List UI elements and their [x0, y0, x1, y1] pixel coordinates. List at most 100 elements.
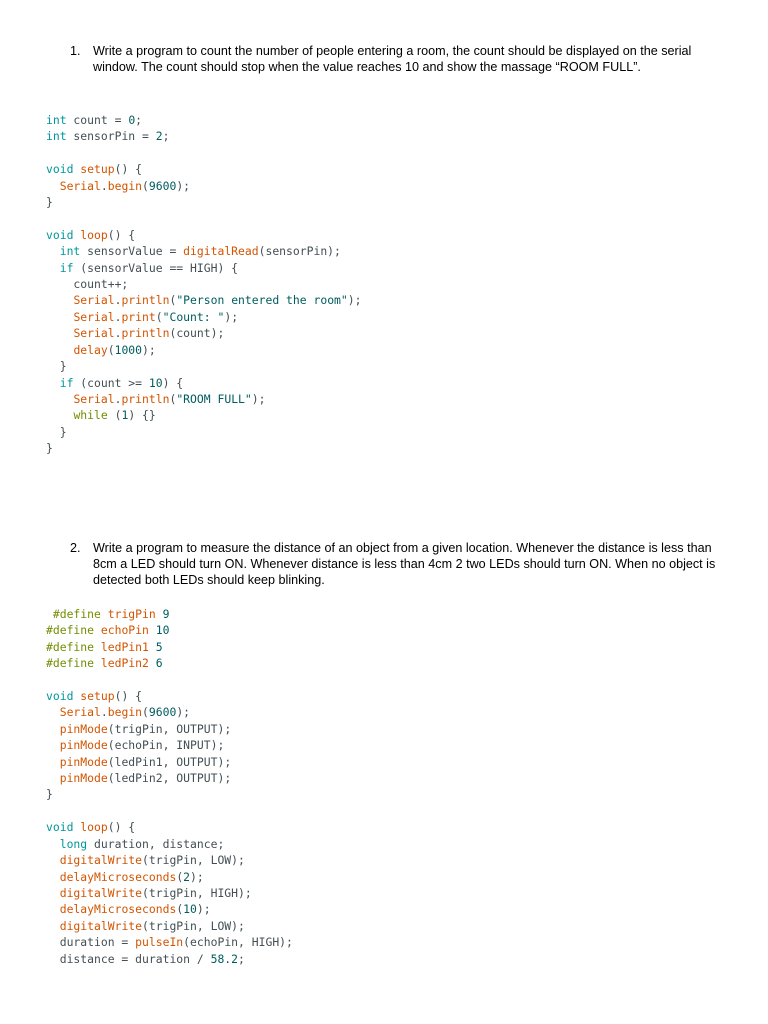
- question-2-text: Write a program to measure the distance …: [93, 541, 716, 587]
- code-line: [46, 210, 362, 226]
- code-line: [46, 672, 293, 688]
- code-token: (ledPin1, OUTPUT);: [107, 754, 232, 769]
- code-line: if (count >= 10) {: [46, 375, 362, 391]
- code-token: [101, 607, 108, 621]
- code-line: void loop() {: [46, 227, 362, 243]
- code-token: [46, 738, 60, 752]
- code-token: long: [59, 836, 88, 851]
- code-token: void: [46, 820, 74, 835]
- code-token: [46, 755, 60, 769]
- code-token: [46, 705, 60, 719]
- code-token: 1: [121, 408, 129, 423]
- code-token: [46, 392, 73, 406]
- code-line: }: [46, 440, 362, 456]
- question-2-number: 2.: [70, 541, 81, 555]
- code-token: println: [121, 391, 170, 406]
- code-token: if: [59, 375, 74, 390]
- code-line: pinMode(ledPin2, OUTPUT);: [46, 770, 293, 786]
- code-token: digitalRead: [183, 244, 259, 259]
- code-token: 2: [183, 869, 191, 884]
- code-token: trigPin: [107, 607, 156, 621]
- code-token: .: [100, 705, 108, 720]
- code-token: () {: [114, 689, 143, 704]
- code-token: loop: [80, 227, 108, 242]
- code-token: begin: [107, 705, 143, 720]
- code-token: pinMode: [59, 754, 108, 769]
- code-token: while: [73, 408, 108, 423]
- code-token: ledPin1: [100, 639, 149, 654]
- code-token: (sensorValue == HIGH) {: [73, 260, 239, 275]
- code-token: digitalWrite: [59, 918, 143, 933]
- code-token: (: [169, 391, 177, 406]
- code-token: delayMicroseconds: [59, 902, 177, 917]
- code-line: }: [46, 358, 362, 374]
- code-token: 5: [155, 639, 163, 654]
- code-token: Serial: [59, 178, 101, 193]
- code-token: () {: [114, 162, 143, 177]
- code-line: digitalWrite(trigPin, LOW);: [46, 852, 293, 868]
- code-token: [46, 293, 73, 307]
- code-token: 0: [128, 113, 136, 127]
- code-token: sensorValue =: [80, 244, 184, 259]
- code-token: println: [121, 293, 170, 308]
- code-block-2: #define trigPin 9#define echoPin 10 #defi…: [46, 606, 293, 967]
- code-token: [149, 623, 156, 637]
- question-1-text: Write a program to count the number of p…: [93, 44, 692, 74]
- code-line: void setup() {: [46, 688, 293, 704]
- code-token: Serial: [59, 705, 101, 720]
- code-token: digitalWrite: [59, 853, 143, 868]
- code-line: digitalWrite(trigPin, HIGH);: [46, 885, 293, 901]
- code-token: void: [46, 227, 74, 242]
- code-token: .: [114, 293, 122, 308]
- code-token: begin: [107, 178, 143, 193]
- code-line: #define trigPin 9: [46, 606, 293, 622]
- code-token: [46, 310, 73, 324]
- code-token: ;: [162, 129, 170, 144]
- code-line: int count = 0;: [46, 112, 362, 128]
- code-token: ) {: [162, 375, 184, 390]
- code-token: (: [176, 869, 184, 884]
- code-line: #define ledPin2 6: [46, 655, 293, 671]
- code-line: if (sensorValue == HIGH) {: [46, 260, 362, 276]
- question-2: 2. Write a program to measure the distan…: [70, 540, 730, 588]
- code-token: ledPin2: [100, 656, 149, 671]
- code-token: "Count: ": [162, 309, 225, 324]
- code-token: [46, 853, 60, 867]
- code-token: [149, 656, 156, 670]
- code-token: [46, 722, 60, 736]
- code-token: delay: [73, 342, 108, 357]
- code-token: (trigPin, LOW);: [142, 853, 245, 868]
- code-line: Serial.begin(9600);: [46, 704, 293, 720]
- code-token: (echoPin, HIGH);: [183, 935, 293, 950]
- code-token: () {: [107, 227, 136, 242]
- code-token: .: [100, 178, 108, 193]
- code-line: #define echoPin 10: [46, 622, 293, 638]
- code-token: Serial: [73, 326, 115, 341]
- code-token: }: [46, 195, 53, 210]
- code-line: pinMode(echoPin, INPUT);: [46, 737, 293, 753]
- code-token: (: [107, 408, 122, 423]
- code-token: }: [46, 359, 67, 374]
- code-line: int sensorValue = digitalRead(sensorPin)…: [46, 243, 362, 259]
- question-1: 1. Write a program to count the number o…: [70, 43, 730, 75]
- code-token: }: [46, 441, 53, 456]
- code-line: Serial.begin(9600);: [46, 178, 362, 194]
- code-line: while (1) {}: [46, 407, 362, 423]
- code-line: [46, 803, 293, 819]
- code-token: [46, 326, 73, 340]
- code-token: .: [114, 309, 122, 324]
- code-token: [46, 886, 60, 900]
- code-token: pulseIn: [135, 935, 184, 950]
- question-1-number: 1.: [70, 44, 81, 58]
- code-token: (trigPin, OUTPUT);: [107, 721, 232, 736]
- code-token: [46, 607, 53, 621]
- code-token: #define: [46, 656, 95, 671]
- code-token: (: [142, 178, 149, 193]
- code-line: long duration, distance;: [46, 836, 293, 852]
- code-token: [149, 640, 156, 654]
- code-token: );: [196, 902, 211, 917]
- code-token: (: [176, 902, 184, 917]
- code-line: duration = pulseIn(echoPin, HIGH);: [46, 934, 293, 950]
- code-token: (: [107, 342, 115, 357]
- code-line: Serial.println(count);: [46, 325, 362, 341]
